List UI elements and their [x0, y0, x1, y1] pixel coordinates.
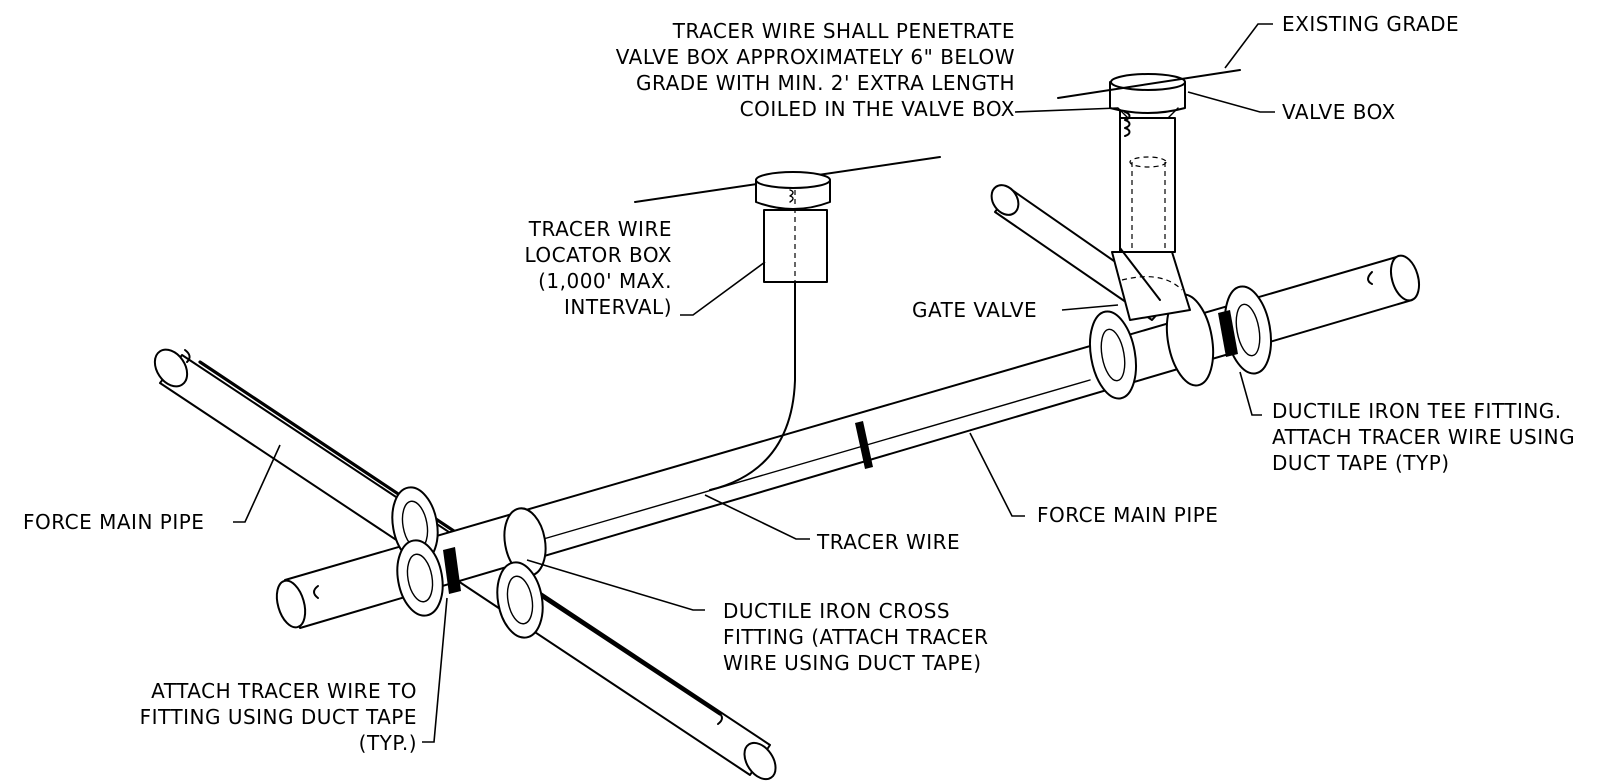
existing-grade-line — [1057, 69, 1241, 99]
force-main-left-label: FORCE MAIN PIPE — [23, 510, 205, 534]
leader-lines — [233, 23, 1275, 743]
gate-valve-label: GATE VALVE — [912, 298, 1038, 322]
attach-tape-label: ATTACH TRACER WIRE TO FITTING USING DUCT… — [139, 679, 417, 755]
force-main-right-label: FORCE MAIN PIPE — [1037, 503, 1219, 527]
locator-box-label: TRACER WIRE LOCATOR BOX (1,000' MAX. INT… — [524, 217, 672, 319]
cross-fitting-label: DUCTILE IRON CROSS FITTING (ATTACH TRACE… — [723, 599, 989, 675]
valve-box-label: VALVE BOX — [1282, 100, 1396, 124]
tee-fitting-and-gate-valve — [990, 184, 1272, 400]
locator-tracer-wire — [709, 281, 796, 491]
valve-box-tracer-wire — [1119, 109, 1161, 301]
tee-fitting-label: DUCTILE IRON TEE FITTING. ATTACH TRACER … — [1272, 399, 1576, 475]
tracer-wire-label: TRACER WIRE — [817, 530, 961, 554]
cross-fitting — [391, 486, 547, 639]
tracer-wire-locator-box — [755, 171, 831, 283]
valve-box — [1109, 73, 1186, 253]
tracer-penetrate-note: TRACER WIRE SHALL PENETRATE VALVE BOX AP… — [615, 19, 1015, 121]
duct-tape-band-main — [855, 421, 873, 469]
existing-grade-label: EXISTING GRADE — [1282, 12, 1460, 36]
